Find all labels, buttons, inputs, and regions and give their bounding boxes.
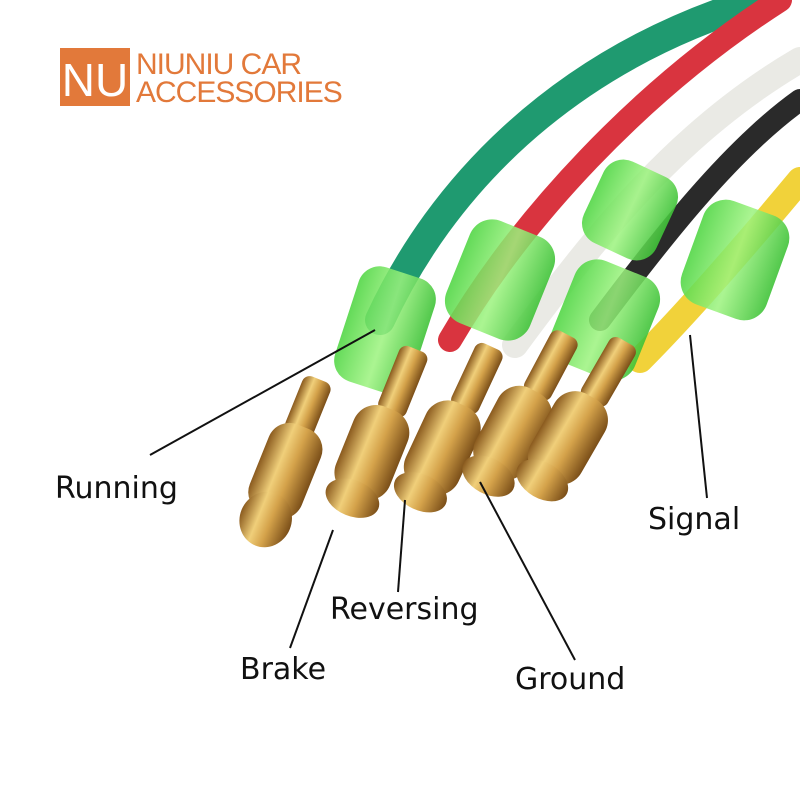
leader-ground [479,481,576,661]
wire-green [365,0,775,335]
label-brake: Brake [240,652,327,687]
sleeve-black [581,159,679,261]
terminal-signal [516,337,636,502]
logo-letters: NU [62,54,128,106]
leader-signal [689,334,708,499]
terminal-brake [325,345,428,518]
terminal-running [239,376,331,548]
terminal-reversing [393,342,503,513]
leader-reversing [397,499,406,593]
leader-lines [149,329,708,661]
label-signal: Signal [648,502,741,537]
leader-brake [289,529,334,649]
brand-line-1: NIUNIU CAR [136,48,302,81]
brand-line-2: ACCESSORIES [136,76,343,109]
label-running: Running [55,471,178,506]
logo-box [60,48,130,106]
sleeve-brake [444,219,556,341]
label-reversing: Reversing [330,592,479,627]
leader-running [149,329,376,456]
sleeve-running [334,266,436,394]
brand-logo: NU [60,48,130,106]
sleeve-signal [680,199,790,321]
terminals [239,330,636,548]
label-ground: Ground [515,662,626,697]
